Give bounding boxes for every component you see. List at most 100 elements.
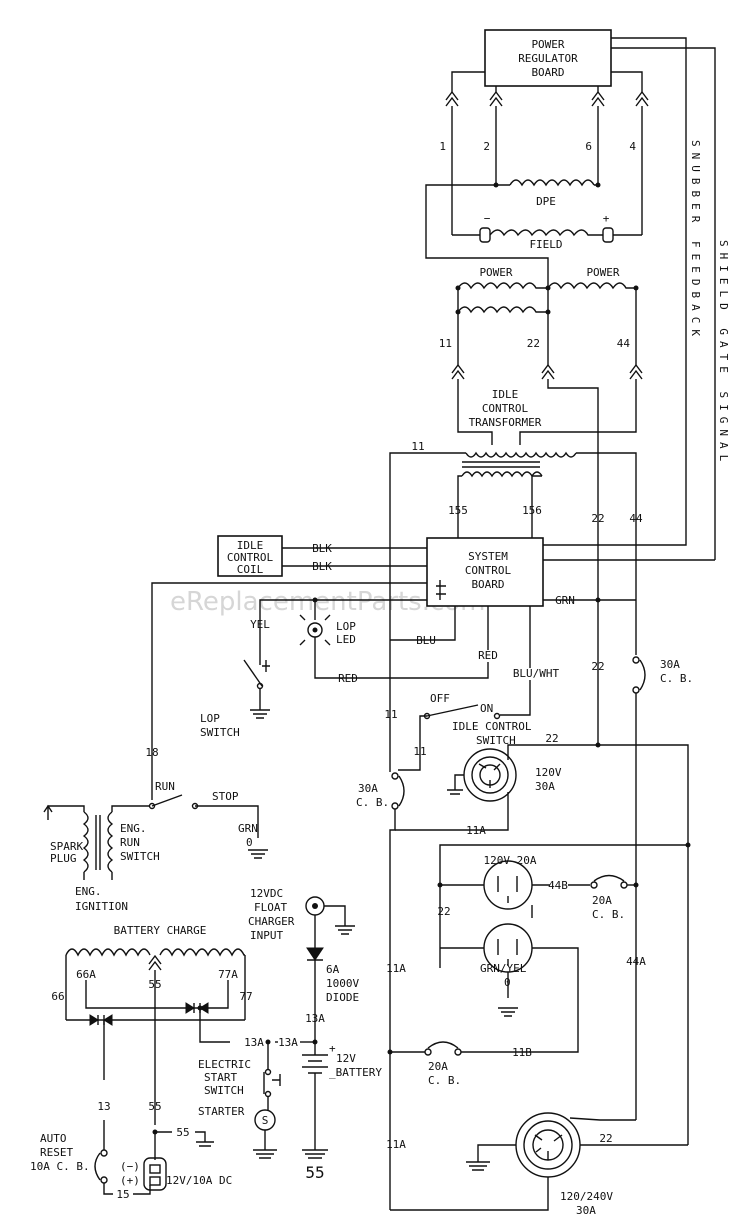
run-label: RUN	[155, 780, 175, 793]
battery-line3: _BATTERY	[329, 1066, 382, 1079]
cb30l-line2: C. B.	[356, 796, 389, 809]
wire-label-55-top: 55	[148, 978, 161, 991]
grn-gnd-line2: 0	[246, 836, 253, 849]
wire-label-15: 15	[116, 1188, 129, 1201]
battery-charge-winding: BATTERY CHARGE 66A 55 77A 66 77	[51, 924, 253, 1125]
blk-label-1: BLK	[312, 542, 332, 555]
cb20r-line2: C. B.	[592, 908, 625, 921]
auto-reset-line3: 10A C. B.	[30, 1160, 90, 1173]
receptacle-120-240v-30a[interactable]: 120/240V 30A	[515, 1112, 613, 1217]
cb30r-line2: C. B.	[660, 672, 693, 685]
auto-reset-cb: 13 AUTO RESET 10A C. B.	[30, 1100, 113, 1195]
scb-line3: BOARD	[471, 578, 504, 591]
system-control-board: SYSTEM CONTROL BOARD	[426, 537, 544, 607]
wire-label-22-mid: 22	[591, 512, 604, 525]
diode-line1: 6A	[326, 963, 340, 976]
ess-line3: SWITCH	[204, 1084, 244, 1097]
icc-line1: IDLE	[237, 539, 264, 552]
wire-label-22-low: 22	[591, 660, 604, 673]
dc-output-12v-10a[interactable]: (−) (+) 12V/10A DC	[120, 1157, 232, 1191]
wire-label-4: 4	[629, 140, 636, 153]
ess-line1: ELECTRIC	[198, 1058, 251, 1071]
cb20m-line1: 20A	[428, 1060, 448, 1073]
prb-line3: BOARD	[531, 66, 564, 79]
lop-switch-line1: LOP	[200, 712, 220, 725]
starter-s: S	[262, 1114, 269, 1127]
ignition-line2: IGNITION	[75, 900, 128, 913]
wire-label-22-top: 22	[527, 337, 540, 350]
wire-label-44-top: 44	[617, 337, 631, 350]
diode-line3: DIODE	[326, 991, 359, 1004]
float-line4: INPUT	[250, 929, 283, 942]
wire-label-13a-c: 13A	[305, 1012, 325, 1025]
float-charger-input[interactable]: 12VDC FLOAT CHARGER INPUT	[248, 887, 355, 948]
receptacle-120v-30a[interactable]: 120V 30A	[447, 748, 562, 802]
wire-label-156: 156	[522, 504, 542, 517]
scb-line1: SYSTEM	[468, 550, 508, 563]
dc-minus: (−)	[120, 1160, 140, 1173]
wire-label-155: 155	[448, 504, 468, 517]
wire-label-77: 77	[239, 990, 252, 1003]
idle-off-label: OFF	[430, 692, 450, 705]
dpe-winding: DPE	[493, 179, 601, 208]
circuit-breaker-30a-right: 30A C. B.	[632, 656, 693, 1120]
starter-motor: S STARTER	[198, 1105, 277, 1159]
yel-label: YEL	[250, 618, 270, 631]
wire-label-44a: 44A	[626, 955, 646, 968]
wire-label-44b: 44B	[548, 879, 568, 892]
receptacle-120v-20a-upper[interactable]	[483, 860, 533, 910]
run-switch-line2: RUN	[120, 836, 140, 849]
connector-pins	[445, 90, 649, 107]
wire-label-55-mid: 55	[148, 1100, 161, 1113]
icc-line2: CONTROL	[227, 551, 274, 564]
wire-label-11-sw: 11	[413, 745, 426, 758]
cb30l-line1: 30A	[358, 782, 378, 795]
red-label-2: RED	[478, 649, 498, 662]
wire-label-1: 1	[439, 140, 446, 153]
lop-led-line2: LED	[336, 633, 356, 646]
wire-label-18: 18	[145, 746, 158, 759]
power-left-label: POWER	[479, 266, 512, 279]
wire-label-66: 66	[51, 990, 64, 1003]
wire-label-55-gnd: 55	[176, 1126, 189, 1139]
electric-start-switch[interactable]: ELECTRIC START SWITCH	[198, 1042, 281, 1110]
lop-led-line1: LOP	[336, 620, 356, 633]
wire-label-13a-a: 13A	[244, 1036, 264, 1049]
shield-gate-signal-text: SHIELD GATE SIGNAL	[717, 240, 730, 467]
wire-label-11a-mid: 11A	[386, 962, 406, 975]
engine-run-switch[interactable]: RUN STOP GRN 0 ENG. RUN SWITCH	[120, 770, 268, 863]
wire-label-77a: 77A	[218, 968, 238, 981]
field-label: FIELD	[529, 238, 562, 251]
field-minus: −	[484, 212, 491, 225]
prb-line1: POWER	[531, 38, 564, 51]
idle-control-switch[interactable]: OFF ON IDLE CONTROL SWITCH	[398, 692, 532, 771]
wire-label-2: 2	[483, 140, 490, 153]
circuit-breaker-30a-left: 30A C. B.	[356, 740, 405, 1210]
r120-30-line1: 120V	[535, 766, 562, 779]
battery-12v: + 12V _BATTERY 55	[302, 1042, 382, 1182]
grn-yel-line2: 0	[504, 976, 511, 989]
run-switch-line1: ENG.	[120, 822, 147, 835]
diode-line2: 1000V	[326, 977, 359, 990]
charge-diodes	[66, 980, 245, 1080]
prb-line2: REGULATOR	[518, 52, 578, 65]
power-right-label: POWER	[586, 266, 619, 279]
float-line3: CHARGER	[248, 915, 295, 928]
ics-line1: IDLE CONTROL	[452, 720, 532, 733]
r120-30-line2: 30A	[535, 780, 555, 793]
snubber-feedback-label: SNUBBER FEEDBACK	[689, 140, 702, 342]
battery-line2: 12V	[336, 1052, 356, 1065]
grn-gnd-line1: GRN	[238, 822, 258, 835]
wire-label-11-low: 11	[384, 708, 397, 721]
cb20r-line1: 20A	[592, 894, 612, 907]
wire-label-22-dup: 22	[437, 905, 450, 918]
circuit-breaker-20a-mid: 20A C. B.	[387, 947, 579, 1087]
ignition-line1: ENG.	[75, 885, 102, 898]
wire-label-13: 13	[97, 1100, 110, 1113]
idle-control-transformer	[461, 451, 577, 478]
cb20m-line2: C. B.	[428, 1074, 461, 1087]
wire-label-11b: 11B	[512, 1046, 532, 1059]
power-windings: POWER POWER	[455, 266, 639, 365]
scb-line2: CONTROL	[465, 564, 512, 577]
